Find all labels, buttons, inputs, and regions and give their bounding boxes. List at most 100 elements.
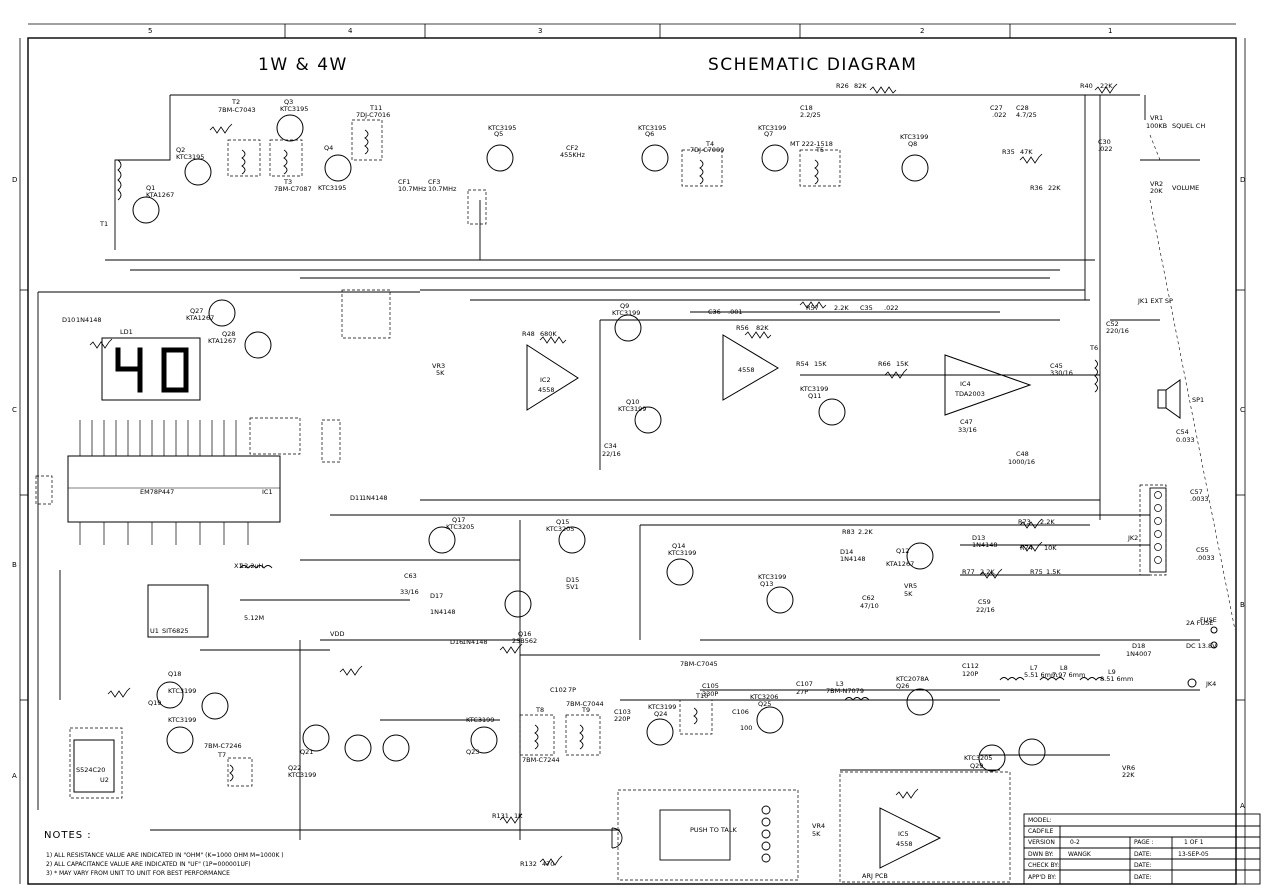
label-c62-val: 47/10: [860, 602, 879, 610]
zone-top-3: 3: [538, 27, 542, 35]
label-vr6: VR6: [1122, 764, 1135, 772]
label-l8-part: 7.97 6mm: [1052, 671, 1085, 679]
label-c36: C36: [708, 308, 721, 316]
label-q23: Q23: [466, 748, 479, 756]
label-c63-val: 33/16: [400, 588, 419, 596]
label-q21: Q21: [300, 748, 313, 756]
label-q2-part: KTC3195: [176, 153, 204, 161]
label-vr4-val: 5K: [812, 830, 821, 838]
label-t2: T2: [231, 98, 240, 106]
label-q29-part: KTC3205: [964, 754, 992, 762]
label-q20-part: KTC3199: [168, 716, 196, 724]
transistor-symbols: [132, 114, 1046, 772]
arj-label: ARJ PCB: [862, 872, 888, 880]
zone-labels: 5 4 3 2 1 D C B A D C B A: [12, 27, 1245, 810]
label-c28-val: 4.7/25: [1016, 111, 1037, 119]
tb-date-label-2: DATE:: [1134, 862, 1152, 869]
tb-dwn-label: DWN BY:: [1028, 851, 1054, 858]
label-r83: R83: [842, 528, 855, 536]
label-d16: D16: [450, 638, 463, 646]
label-vr3-val: 5K: [436, 369, 445, 377]
label-r75: R75: [1030, 568, 1043, 576]
label-q8: Q8: [908, 140, 917, 148]
label-c52-val: 220/16: [1106, 327, 1129, 335]
title-right: SCHEMATIC DIAGRAM: [708, 55, 917, 75]
label-r40-val: 22K: [1100, 82, 1113, 90]
label-t4-part: 7DJ-C7009: [690, 146, 724, 154]
note-1: 1) ALL RESISTANCE VALUE ARE INDICATED IN…: [46, 852, 284, 859]
label-t3-part: 7BM-C7087: [274, 185, 312, 193]
ic4-ref: IC4: [960, 380, 971, 388]
label-t9-part: 7BM-C7044: [566, 700, 604, 708]
label-l8: L8: [1060, 664, 1068, 672]
tb-cadfile-label: CADFILE: [1028, 828, 1053, 835]
tb-date-label-3: DATE:: [1134, 874, 1152, 881]
label-vr6-val: 22K: [1122, 771, 1135, 779]
label-t8-part: 7BM-C7244: [522, 756, 560, 764]
zone-side-b: B: [12, 561, 17, 569]
zone-side-c: C: [12, 406, 17, 414]
label-r36: R36: [1030, 184, 1043, 192]
label-d14: D14: [840, 548, 853, 556]
u1-part: SIT6825: [162, 627, 189, 635]
label-c45-val: 330/16: [1050, 369, 1073, 377]
label-l3: L3: [836, 680, 844, 688]
dc-label: DC 13.8V: [1186, 642, 1217, 650]
u2-part: S524C20: [76, 766, 105, 774]
label-vr4: VR4: [812, 822, 825, 830]
label-r48-val: 680K: [540, 330, 557, 338]
label-c59: C59: [978, 598, 991, 606]
label-d18: D18: [1132, 642, 1145, 650]
label-t5: T5: [815, 146, 824, 154]
led-display-frame: [101, 337, 201, 401]
label-q14: Q14: [672, 542, 685, 550]
label-q2: Q2: [176, 146, 185, 154]
label-c55: C55: [1196, 546, 1209, 554]
tb-model-label: MODEL:: [1028, 817, 1052, 824]
label-q24: Q24: [654, 710, 667, 718]
label-c55-val: .0033: [1196, 554, 1215, 562]
ptt-label: PUSH TO TALK: [690, 826, 737, 834]
label-c18: C18: [800, 104, 813, 112]
label-r48: R48: [522, 330, 535, 338]
jk2-label: JK2: [1127, 534, 1138, 542]
zone-top-4: 4: [348, 27, 353, 35]
label-l9: L9: [1108, 668, 1116, 676]
label-r132: R132: [520, 860, 537, 868]
label-c62: C62: [862, 594, 875, 602]
label-q26: Q26: [896, 682, 909, 690]
label-r77: R77: [962, 568, 975, 576]
label-c102: C102: [550, 686, 567, 694]
wiring: [37, 94, 1200, 840]
label-q6: Q6: [645, 130, 654, 138]
ic1-pins: [79, 420, 249, 545]
label-q1: Q1: [146, 184, 155, 192]
label-c103-val: 220P: [614, 715, 630, 723]
tb-dwn-value: WANGK: [1068, 851, 1092, 858]
label-q19: Q19: [148, 699, 161, 707]
label-q28-part: KTA1267: [208, 337, 236, 345]
label-d17-part: 1N4148: [430, 608, 456, 616]
label-r35-val: 47K: [1020, 148, 1033, 156]
label-c54-val: 0.033: [1176, 436, 1195, 444]
label-r40: R40: [1080, 82, 1093, 90]
label-r56-val: 82K: [756, 324, 769, 332]
label-cf2: CF2: [566, 144, 578, 152]
label-q16-part: 2SB562: [512, 637, 537, 645]
label-q8-part: KTC3199: [900, 133, 928, 141]
title-block: [1023, 813, 1261, 885]
label-c106-val: 100: [740, 724, 752, 732]
ic4-part: TDA2003: [954, 390, 985, 398]
tb-version-value: 0-2: [1070, 839, 1080, 846]
label-d11: D11: [350, 494, 363, 502]
label-d18-part: 1N4007: [1126, 650, 1152, 658]
label-q15: Q15: [556, 518, 569, 526]
zone-top-2: 2: [920, 27, 924, 35]
resistor-symbols: [89, 83, 1118, 866]
coil-symbols: [117, 129, 1105, 782]
volume-label: VOLUME: [1172, 184, 1199, 192]
u2-body: [73, 739, 115, 793]
label-vr2: VR2: [1150, 180, 1163, 188]
